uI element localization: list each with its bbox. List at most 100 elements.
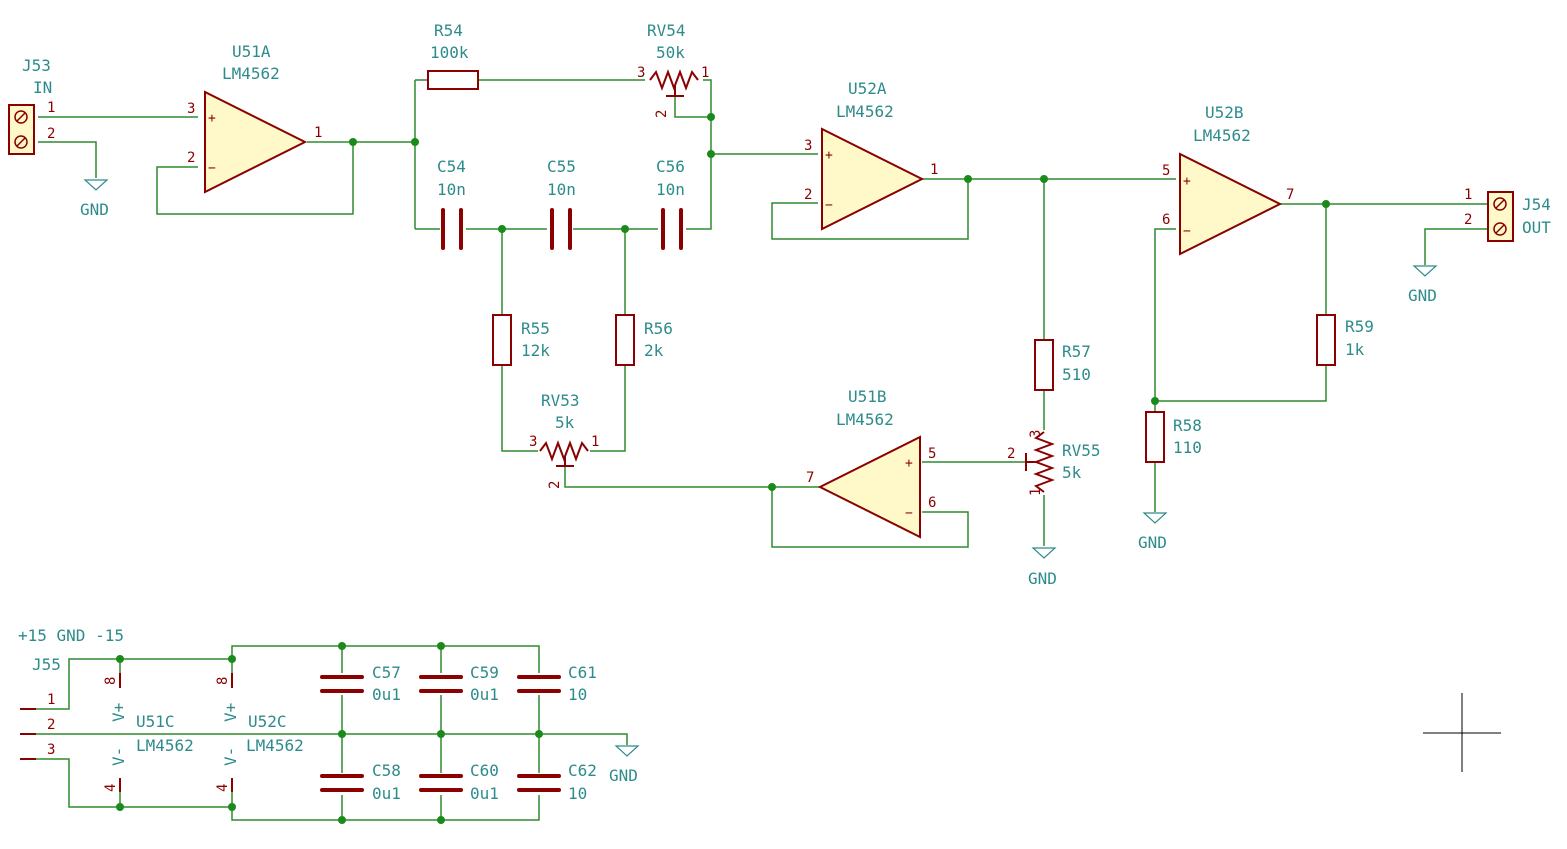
resistor-r56: R56 2k [615,314,673,366]
ref-r59: R59 [1345,317,1374,336]
value-u52b: LM4562 [1193,126,1251,145]
connector-j55: 1 2 3 +15 GND -15 J55 [18,626,124,760]
pin-number: 2 [1464,212,1472,228]
pin-number: 3 [637,65,645,81]
vminus-label: V- [109,747,128,766]
gnd-symbol: GND [609,745,640,785]
value-r55: 12k [521,341,550,360]
gnd-label: GND [80,200,109,219]
value-u51b: LM4562 [836,410,894,429]
value-j53: IN [33,78,52,97]
ref-rv55: RV55 [1062,441,1101,460]
value-rv55: 5k [1062,463,1082,482]
pin-number: 2 [1007,446,1015,462]
potentiometer-rv55: 2 3 1 RV55 5k [1007,430,1101,496]
pin-number: 4 [103,784,119,792]
value-c59: 0u1 [470,685,499,704]
ref-r54: R54 [434,21,463,40]
pin-number: 6 [928,495,936,511]
pin-number: 1 [1464,187,1472,203]
plus-sign: + [905,456,913,471]
ref-c60: C60 [470,761,499,780]
value-j54: OUT [1522,218,1551,237]
junction-dot [116,803,124,811]
opamp-power-u51c: 8 4 V+ V- U51C LM4562 [103,673,194,792]
value-u51c: LM4562 [136,736,194,755]
resistor-r55: R55 12k [492,314,550,366]
junction-dot [338,816,346,824]
junction-dot [437,816,445,824]
pin-number: 2 [547,481,563,489]
value-u51a: LM4562 [222,64,280,83]
junction-dot [1040,175,1048,183]
wires [22,79,1490,821]
ref-u51a: U51A [232,42,271,61]
capacitor-c59: C59 0u1 [419,663,499,704]
value-c56: 10n [656,180,685,199]
pin-number: 3 [1028,430,1044,438]
opamp-u51a: + − 3 2 1 U51A LM4562 [187,42,322,194]
connector-j53: 1 2 J53 IN [8,56,55,155]
minus-sign: − [905,506,913,521]
junction-dot [116,655,124,663]
ref-u52b: U52B [1205,103,1244,122]
capacitor-c62: C62 10 [517,761,597,803]
ref-c61: C61 [568,663,597,682]
crosshair-cursor-icon [1423,693,1501,772]
ref-u51b: U51B [848,387,887,406]
ref-c58: C58 [372,761,401,780]
vplus-label: V+ [221,703,240,722]
junction-dot [228,655,236,663]
ref-r55: R55 [521,319,550,338]
value-c62: 10 [568,784,587,803]
junction-dot [1151,397,1159,405]
connector-j54: 1 2 J54 OUT [1464,187,1551,242]
gnd-label: GND [1138,533,1167,552]
opamp-u52a: + − 3 2 1 U52A LM4562 [804,79,938,231]
junction-dot [707,113,715,121]
pin-number: 6 [1162,212,1170,228]
junction-dot [535,730,543,738]
value-c61: 10 [568,685,587,704]
value-rv53: 5k [555,413,575,432]
junction-dot [1322,200,1330,208]
ref-c59: C59 [470,663,499,682]
junction-dot [437,642,445,650]
capacitor-c57: C57 0u1 [320,663,401,704]
gnd-symbol: GND [1138,512,1168,552]
pin-number: 3 [529,434,537,450]
capacitor-c55: C55 10n [547,157,576,250]
value-r58: 110 [1173,438,1202,457]
junction-dot [338,730,346,738]
ref-c56: C56 [656,157,685,176]
plus-sign: + [1183,174,1191,189]
gnd-label: GND [609,766,638,785]
junctions [116,113,1330,824]
minus-sign: − [208,161,216,176]
ref-c54: C54 [437,157,466,176]
gnd-symbol: GND [1028,547,1057,588]
pin-number: 3 [804,138,812,154]
capacitor-c54: C54 10n [437,157,466,250]
pin-number: 2 [804,187,812,203]
value-c55: 10n [547,180,576,199]
opamp-u52b: + − 5 6 7 U52B LM4562 [1162,103,1294,256]
ref-r57: R57 [1062,342,1091,361]
ref-c55: C55 [547,157,576,176]
potentiometer-rv54: 3 1 2 RV54 50k [637,21,709,118]
pin-number: 1 [591,434,599,450]
ref-c57: C57 [372,663,401,682]
plus-sign: + [208,111,216,126]
value-c60: 0u1 [470,784,499,803]
junction-dot [707,150,715,158]
pin-number: 1 [701,65,709,81]
gnd-symbol: GND [1408,265,1438,305]
ref-rv53: RV53 [541,391,580,410]
pin-number: 1 [47,100,55,116]
resistor-r58: R58 110 [1145,411,1202,463]
ref-r56: R56 [644,319,673,338]
vminus-label: V- [221,747,240,766]
pin-number: 1 [47,692,55,708]
ref-c62: C62 [568,761,597,780]
